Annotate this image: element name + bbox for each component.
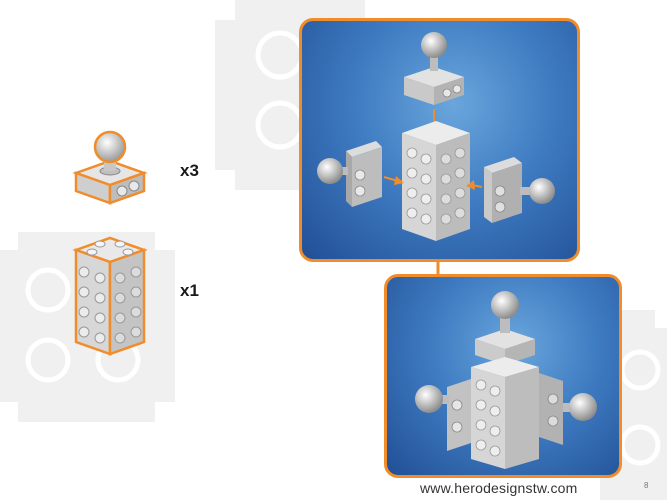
ball-joint-plate-part-image [72, 130, 148, 205]
footer-website-url[interactable]: www.herodesignstw.com [420, 480, 578, 496]
ball-joint-plate-quantity: x3 [180, 161, 199, 180]
exploded-assembly-illustration [317, 32, 555, 241]
assembly-step-exploded-panel [299, 18, 580, 262]
brick-2x4-part-image [72, 236, 148, 356]
brick-2x4-quantity: x1 [180, 281, 199, 300]
page-number: 8 [644, 481, 649, 490]
assembly-step-result-panel [384, 274, 622, 478]
assembled-model-illustration [415, 291, 597, 469]
